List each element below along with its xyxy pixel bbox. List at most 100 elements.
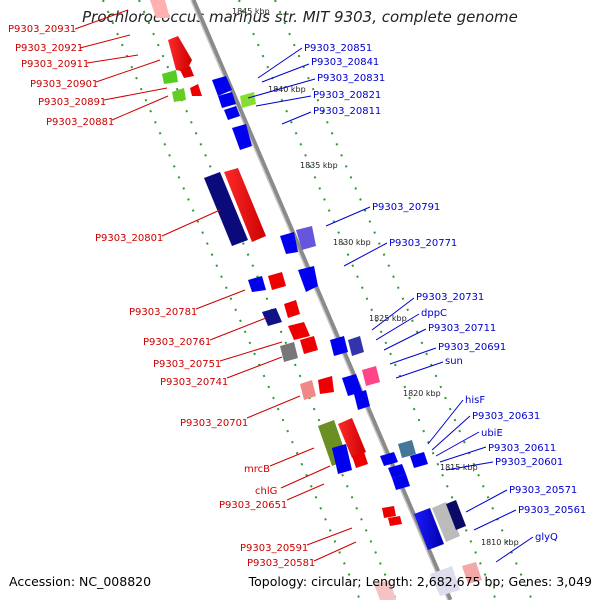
- gene-feature[interactable]: [332, 444, 352, 474]
- gene-label-right[interactable]: P9303_20831: [317, 73, 385, 84]
- gene-feature[interactable]: [382, 506, 396, 518]
- gene-label-left[interactable]: P9303_20891: [38, 97, 106, 108]
- gene-label-right[interactable]: P9303_20601: [495, 457, 563, 468]
- ruler-label: 1810 kbp: [481, 538, 519, 547]
- gene-feature[interactable]: [284, 300, 300, 318]
- right-gene-labels: P9303_20851 P9303_20841 P9303_20831 P930…: [247, 43, 586, 563]
- gene-label-right[interactable]: P9303_20711: [428, 323, 496, 334]
- gene-label-right[interactable]: dppC: [421, 308, 447, 319]
- gene-feature[interactable]: [162, 70, 178, 84]
- gene-label-right[interactable]: P9303_20851: [304, 43, 372, 54]
- gene-feature[interactable]: [262, 308, 282, 326]
- gene-feature[interactable]: [224, 168, 266, 242]
- gene-feature[interactable]: [398, 440, 416, 458]
- gene-label-right[interactable]: hisF: [465, 395, 485, 406]
- gene-label-left[interactable]: P9303_20651: [219, 500, 287, 511]
- ruler-label: 1840 kbp: [268, 85, 306, 94]
- gene-label-left[interactable]: P9303_20701: [180, 418, 248, 429]
- gene-feature[interactable]: [414, 508, 444, 550]
- gene-label-right[interactable]: P9303_20571: [509, 485, 577, 496]
- left-gene-labels: P9303_20931 P9303_20921 P9303_20911 P930…: [8, 9, 357, 569]
- gene-feature[interactable]: [348, 336, 364, 356]
- ruler-label: 1830 kbp: [333, 238, 371, 247]
- gene-label-left[interactable]: P9303_20911: [21, 59, 89, 70]
- gene-label-right[interactable]: P9303_20791: [372, 202, 440, 213]
- gene-feature[interactable]: [268, 272, 286, 290]
- gene-features: [150, 0, 482, 600]
- ruler-label: 1845 kbp: [232, 7, 270, 16]
- gene-feature[interactable]: [288, 322, 310, 340]
- gene-feature[interactable]: [224, 106, 240, 120]
- gene-label-left[interactable]: P9303_20751: [153, 359, 221, 370]
- gene-label-right[interactable]: glyQ: [535, 532, 558, 543]
- gene-feature[interactable]: [212, 76, 232, 96]
- gene-feature[interactable]: [362, 366, 380, 386]
- gene-feature[interactable]: [280, 342, 298, 362]
- gene-feature[interactable]: [388, 464, 406, 478]
- gene-label-right[interactable]: P9303_20771: [389, 238, 457, 249]
- gene-feature[interactable]: [296, 226, 316, 250]
- gene-feature[interactable]: [342, 374, 362, 396]
- gene-feature[interactable]: [392, 474, 410, 490]
- gene-feature[interactable]: [204, 172, 248, 246]
- accession-text: Accession: NC_008820: [9, 574, 152, 589]
- gene-feature[interactable]: [432, 502, 460, 542]
- gene-feature[interactable]: [190, 84, 202, 96]
- gene-label-left[interactable]: P9303_20921: [15, 43, 83, 54]
- gene-label-right[interactable]: P9303_20561: [518, 505, 586, 516]
- gene-feature[interactable]: [318, 376, 334, 394]
- gene-feature[interactable]: [352, 452, 368, 468]
- gene-label-right[interactable]: P9303_20821: [313, 90, 381, 101]
- gene-feature[interactable]: [280, 232, 298, 254]
- gene-label-right[interactable]: P9303_20631: [472, 411, 540, 422]
- ruler-label: 1820 kbp: [403, 389, 441, 398]
- gene-label-right[interactable]: P9303_20611: [488, 443, 556, 454]
- gene-feature[interactable]: [462, 562, 482, 584]
- gene-label-left[interactable]: P9303_20741: [160, 377, 228, 388]
- gene-label-right[interactable]: sun: [445, 356, 463, 367]
- gene-feature[interactable]: [380, 452, 398, 466]
- gene-feature[interactable]: [168, 36, 192, 72]
- gene-label-left[interactable]: P9303_20591: [240, 543, 308, 554]
- track-guide-line: [102, 0, 361, 600]
- gene-feature[interactable]: [374, 580, 396, 600]
- gene-feature[interactable]: [248, 276, 266, 292]
- gene-feature[interactable]: [388, 516, 402, 526]
- gene-feature[interactable]: [410, 452, 428, 468]
- gene-label-right[interactable]: P9303_20811: [313, 106, 381, 117]
- gene-feature[interactable]: [150, 0, 170, 18]
- gene-feature[interactable]: [330, 336, 348, 356]
- gene-feature[interactable]: [354, 390, 370, 410]
- gene-feature[interactable]: [298, 266, 318, 292]
- gene-feature[interactable]: [446, 500, 466, 530]
- gene-feature[interactable]: [240, 92, 256, 108]
- genome-title: Prochlorococcus marinus str. MIT 9303, c…: [82, 8, 518, 26]
- genome-backbone: [190, 0, 453, 600]
- gene-feature[interactable]: [430, 566, 460, 596]
- gene-feature[interactable]: [300, 336, 318, 354]
- gene-label-right[interactable]: P9303_20691: [438, 342, 506, 353]
- gene-label-left[interactable]: P9303_20901: [30, 79, 98, 90]
- gene-feature[interactable]: [218, 92, 236, 108]
- gene-label-right[interactable]: P9303_20841: [311, 57, 379, 68]
- gene-label-left[interactable]: P9303_20931: [8, 24, 76, 35]
- gene-label-left[interactable]: chlG: [255, 486, 277, 497]
- gene-label-left[interactable]: P9303_20581: [247, 558, 315, 569]
- gene-feature[interactable]: [300, 380, 316, 400]
- gene-label-right[interactable]: P9303_20731: [416, 292, 484, 303]
- gene-label-left[interactable]: mrcB: [244, 464, 270, 475]
- gene-feature[interactable]: [172, 88, 186, 102]
- gene-feature[interactable]: [180, 66, 194, 78]
- gene-feature[interactable]: [232, 124, 252, 150]
- gene-label-left[interactable]: P9303_20881: [46, 117, 114, 128]
- gene-label-right[interactable]: ubiE: [481, 428, 503, 439]
- gene-label-left[interactable]: P9303_20781: [129, 307, 197, 318]
- genome-summary-text: Topology: circular; Length: 2,682,675 bp…: [248, 574, 592, 589]
- track-guide-line: [274, 0, 533, 600]
- gene-label-left[interactable]: P9303_20761: [143, 337, 211, 348]
- gene-label-left[interactable]: P9303_20801: [95, 233, 163, 244]
- gene-feature[interactable]: [338, 418, 366, 458]
- track-guide-line: [238, 0, 497, 600]
